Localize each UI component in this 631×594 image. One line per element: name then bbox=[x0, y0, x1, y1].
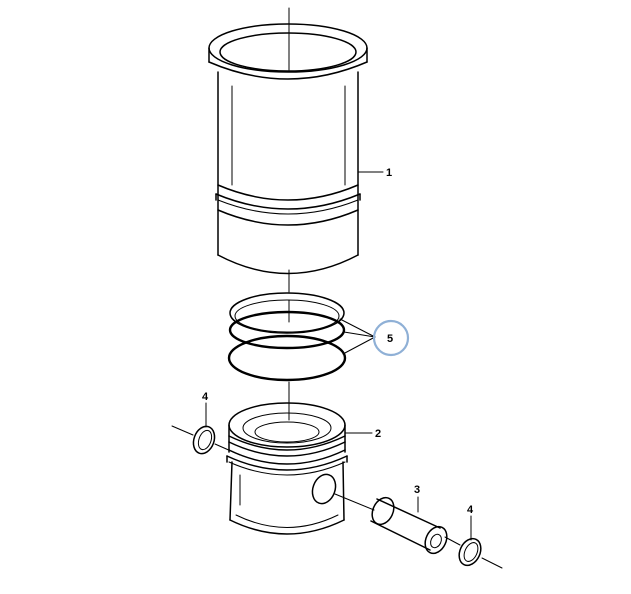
piston-pin[interactable] bbox=[368, 494, 451, 557]
circlip-left[interactable] bbox=[190, 423, 218, 456]
highlight-circle bbox=[372, 319, 410, 357]
leader-lines bbox=[205, 171, 472, 541]
pin-axis bbox=[171, 425, 503, 569]
piston[interactable] bbox=[226, 402, 348, 535]
seal-ring-bottom[interactable] bbox=[227, 334, 347, 382]
callout-pin: 3 bbox=[414, 484, 420, 496]
circlip-right[interactable] bbox=[455, 535, 485, 569]
seal-ring-top[interactable] bbox=[229, 292, 345, 334]
callout-liner: 1 bbox=[386, 167, 392, 179]
callout-piston: 2 bbox=[375, 428, 381, 440]
seal-ring-middle[interactable] bbox=[228, 310, 346, 350]
callout-seal-rings: 5 bbox=[387, 333, 393, 345]
cylinder-liner[interactable] bbox=[208, 23, 368, 275]
callout-circlip-right: 4 bbox=[467, 504, 474, 516]
callout-circlip-left: 4 bbox=[202, 391, 209, 403]
